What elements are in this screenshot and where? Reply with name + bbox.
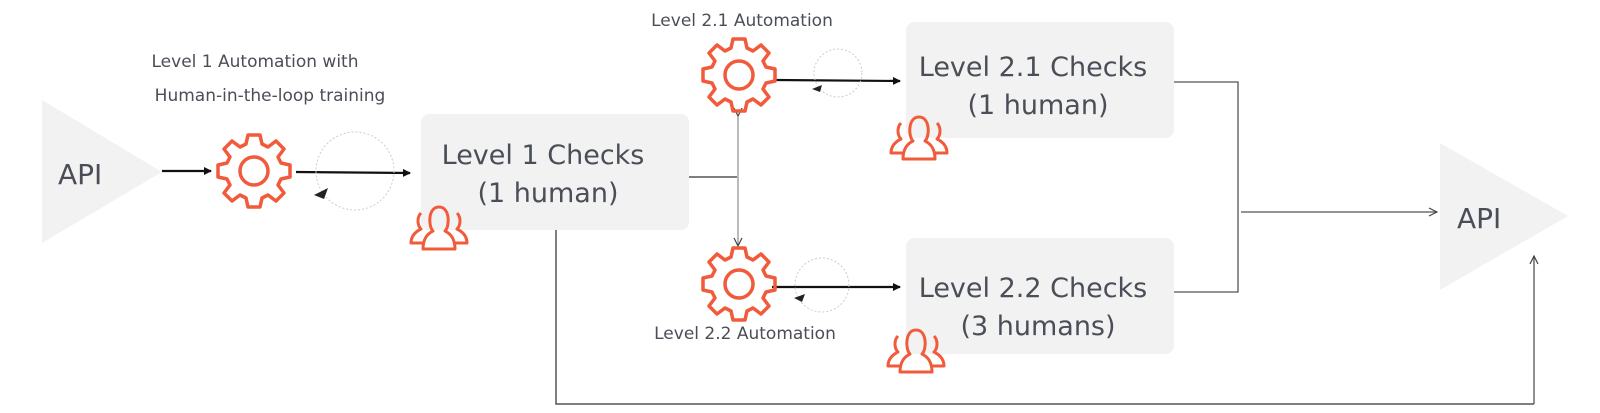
level21-checks-subtitle: (1 human) [967,90,1108,121]
gear-icon [216,133,292,209]
level21-automation-label: Level 2.1 Automation [651,11,833,31]
level1-automation-label-line2: Human-in-the-loop training [155,86,386,106]
level1-checks-box[interactable] [421,114,689,230]
level21-checks-box[interactable] [906,22,1174,138]
loop-circle-l1 [315,131,395,211]
target-api-shape [1440,143,1568,290]
level21-checks-title: Level 2.1 Checks [919,52,1148,83]
arrow-l21-automation-to-checks [775,76,901,85]
loop-arrowhead-l21 [812,85,822,92]
gear-icon [701,37,777,113]
source-api-label: API [58,158,102,191]
arrow-l1-automation-to-checks [295,168,411,177]
loop-arrowhead-l22 [794,294,805,302]
target-api-label: API [1457,202,1501,235]
level22-automation-label: Level 2.2 Automation [654,324,836,344]
connector-merge [1174,81,1239,293]
level1-checks-title: Level 1 Checks [442,140,645,171]
gear-icon [701,246,777,322]
source-api-shape [42,100,162,243]
loop-arrowhead-l1 [314,188,328,199]
level22-checks-box[interactable] [906,238,1174,354]
loop-circle-l21 [813,48,863,98]
level22-checks-subtitle: (3 humans) [960,311,1115,342]
loop-circle-l22 [794,257,850,313]
level1-checks-subtitle: (1 human) [477,178,618,209]
level22-checks-title: Level 2.2 Checks [919,273,1148,304]
level1-automation-label-line1: Level 1 Automation with [152,52,359,72]
connector-bypass-bottom [555,230,1534,405]
